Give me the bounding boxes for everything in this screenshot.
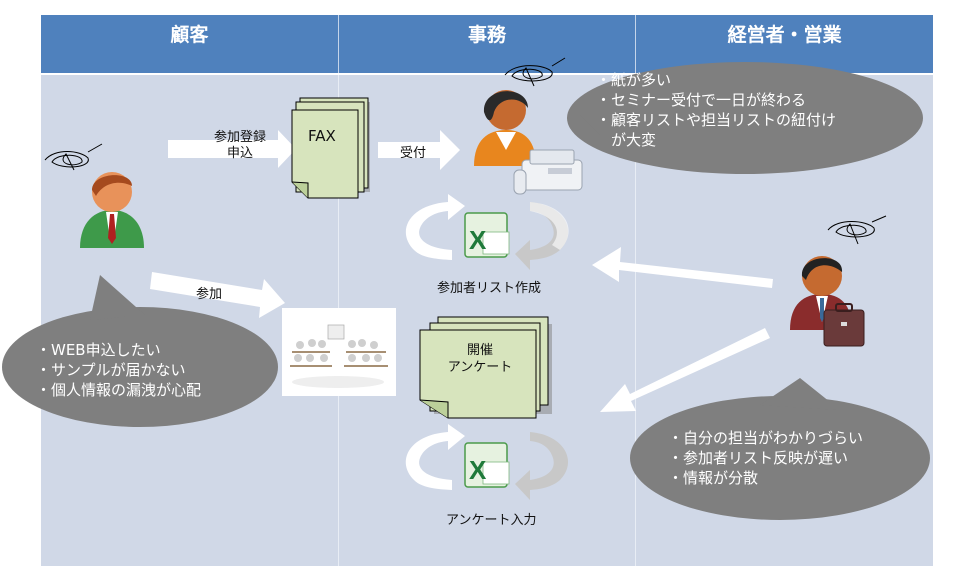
manager-person-icon (790, 256, 865, 347)
lane-management (635, 75, 933, 566)
office-bubble-shape (567, 62, 923, 174)
excel-icon: X (464, 442, 510, 488)
office-bubble-text: ・紙が多い ・セミナー受付で一日が終わる ・顧客リストや担当リストの紐付け が大… (596, 70, 836, 150)
survey-input-label: アンケート入力 (446, 513, 537, 528)
fax-document-label: FAX (308, 127, 336, 145)
management-to-survey-arrow (600, 328, 770, 412)
fax-machine-icon (513, 149, 583, 195)
management-bubble-text: ・自分の担当がわかりづらい ・参加者リスト反映が遅い ・情報が分散 (668, 428, 863, 488)
participation-arrow (150, 272, 285, 318)
survey-document-label: 開催 アンケート (440, 342, 520, 376)
survey-label-line2: アンケート (447, 360, 513, 375)
customer-bubble-shape (2, 275, 278, 427)
register-label-line1: 参加登録 (213, 130, 266, 145)
lane-header-office: 事務 (337, 15, 636, 73)
lane-header-customer: 顧客 (170, 24, 209, 46)
svg-text:X: X (469, 225, 487, 255)
excel-icon: X (464, 212, 510, 258)
register-arrow-label: 参加登録 申込 (205, 130, 275, 162)
worry-scribble-icon (44, 143, 103, 171)
fax-document-stack (291, 97, 370, 199)
management-bubble-shape (630, 378, 930, 520)
worry-scribble-icon (504, 57, 566, 87)
office-person-icon (474, 90, 536, 166)
swimlane-header: 顧客 事務 経営者・営業 (41, 15, 933, 73)
customer-person-icon (80, 172, 144, 248)
seminar-image (282, 308, 396, 396)
worry-scribble-icon (827, 215, 887, 245)
register-arrow (168, 130, 296, 168)
bubble-item: ・紙が多い (596, 71, 672, 89)
register-label-line2: 申込 (226, 146, 253, 161)
bubble-item: ・顧客リストや担当リストの紐付け (596, 111, 837, 129)
bubble-item: ・セミナー受付で一日が終わる (596, 91, 807, 109)
survey-label-line1: 開催 (466, 343, 493, 358)
lane-header-management: 経営者・営業 (635, 15, 933, 73)
bubble-item: が大変 (596, 131, 657, 149)
survey-document-stack (419, 316, 552, 419)
bubble-item: ・情報が分散 (668, 469, 759, 487)
bubble-item: ・自分の担当がわかりづらい (668, 429, 864, 447)
customer-bubble-text: ・WEB申込したい ・サンプルが届かない ・個人情報の漏洩が心配 (36, 340, 201, 400)
reception-arrow (378, 130, 460, 170)
cycle-arrows-top (405, 194, 569, 270)
management-to-list-arrow (592, 247, 773, 288)
bubble-item: ・個人情報の漏洩が心配 (36, 381, 202, 399)
bubble-item: ・参加者リスト反映が遅い (668, 449, 849, 467)
bubble-item: ・サンプルが届かない (36, 361, 186, 379)
participation-arrow-label: 参加 (196, 287, 223, 302)
cycle-arrows-bottom (405, 424, 569, 500)
bubble-item: ・WEB申込したい (36, 341, 161, 359)
svg-text:X: X (469, 455, 487, 485)
reception-arrow-label: 受付 (400, 146, 427, 161)
participant-list-label: 参加者リスト作成 (437, 281, 542, 296)
